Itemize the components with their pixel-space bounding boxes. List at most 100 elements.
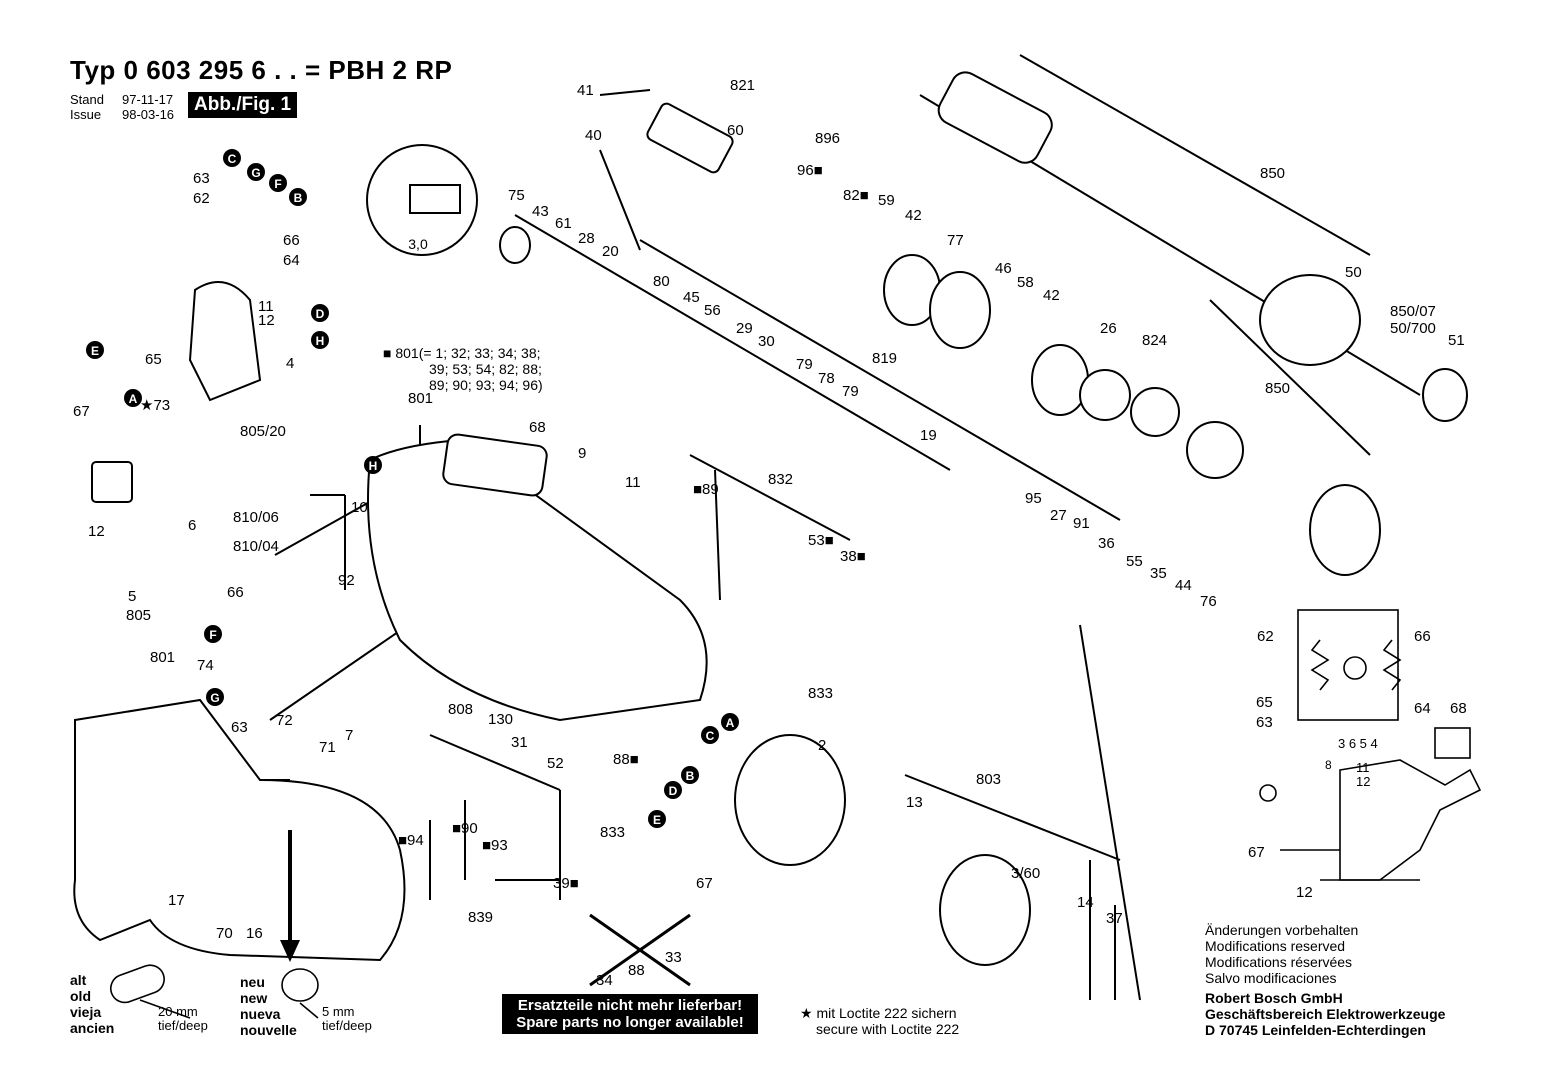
part-label: 35	[1150, 565, 1167, 582]
company-name: Robert Bosch GmbH	[1205, 990, 1343, 1006]
connector-12	[91, 461, 133, 503]
marker-f: F	[269, 174, 287, 192]
spare-parts-en: Spare parts no longer available!	[516, 1014, 744, 1031]
modifications-note: Änderungen vorbehalten Modifications res…	[1205, 922, 1358, 986]
part-label: 92	[338, 572, 355, 589]
motor-symbol-icon	[1343, 656, 1367, 680]
part-label: 5	[128, 588, 136, 605]
part-label: 67	[73, 403, 90, 420]
marker-e2: E	[648, 810, 666, 828]
part-label: 37	[1106, 910, 1123, 927]
part-label: 53■	[808, 532, 834, 549]
part-label: 896	[815, 130, 840, 147]
old-pin-labels: alt old vieja ancien	[70, 972, 114, 1036]
part-label: 43	[532, 203, 549, 220]
part-label: 7	[345, 727, 353, 744]
marker-d: D	[311, 304, 329, 322]
part-label: 76	[1200, 593, 1217, 610]
motor-housing	[73, 698, 406, 962]
marker-a2: A	[721, 713, 739, 731]
needle-bearing-77	[929, 271, 991, 349]
part-label: 68	[529, 419, 546, 436]
stand-issue-dates: 97-11-17 98-03-16	[122, 92, 174, 122]
svg-text:G: G	[251, 166, 260, 180]
part-label: 12	[258, 312, 275, 329]
marker-e: E	[86, 341, 104, 359]
part-label: 63	[1256, 714, 1273, 731]
part-label: 30	[758, 333, 775, 350]
new-pin-labels: neu new nueva nouvelle	[240, 974, 297, 1038]
part-label: 72	[276, 712, 293, 729]
part-label: 65	[1256, 694, 1273, 711]
armature-3-60	[939, 854, 1031, 966]
marker-h2: H	[364, 456, 382, 474]
new-label: nueva	[240, 1006, 281, 1022]
part-label: 29	[736, 320, 753, 337]
marker-c: C	[223, 149, 241, 167]
svg-text:C: C	[706, 729, 715, 743]
marker-f2: F	[204, 625, 222, 643]
pin-comparison	[109, 964, 319, 1019]
loctite-en: secure with Loctite 222	[816, 1021, 960, 1037]
part-label: 68	[1450, 700, 1467, 717]
stand-date: 97-11-17	[122, 92, 174, 107]
part-shapes	[73, 71, 1468, 987]
part-label: 12	[88, 523, 105, 540]
modifications-en: Modifications reserved	[1205, 938, 1346, 954]
loctite-de: ★ mit Loctite 222 sichern	[800, 1005, 957, 1021]
svg-text:F: F	[209, 628, 216, 642]
part-label: 44	[1175, 577, 1192, 594]
marker-c2: C	[701, 726, 719, 744]
issue-label: Issue	[70, 107, 102, 122]
part-label: 40	[585, 127, 602, 144]
part-label: 833	[600, 824, 625, 841]
top-cover-68	[442, 433, 548, 497]
part-label: 801	[150, 649, 175, 666]
part-label: 808	[448, 701, 473, 718]
detail-part	[409, 184, 461, 214]
part-label: 810/06	[233, 509, 279, 526]
part-label: 20	[602, 243, 619, 260]
svg-text:G: G	[210, 691, 219, 705]
letter-markers: C G F B D H E A H F G C A B D E	[86, 149, 739, 828]
part-label: 19	[920, 427, 937, 444]
part-label: 50	[1345, 264, 1362, 281]
part-label: 805	[126, 607, 151, 624]
part-label: 819	[872, 350, 897, 367]
part-label: 42	[905, 207, 922, 224]
svg-text:H: H	[316, 334, 325, 348]
marker-h: H	[311, 331, 329, 349]
set-note-line-2: 39; 53; 54; 82; 88;	[429, 361, 542, 377]
figure-badge: Abb./Fig. 1	[188, 92, 298, 118]
part-label: 801	[408, 390, 433, 407]
part-label: 16	[246, 925, 263, 942]
part-label: 79	[842, 383, 859, 400]
new-label: nouvelle	[240, 1022, 297, 1038]
detail-dimension: 3,0	[408, 236, 428, 252]
switch-4	[188, 281, 262, 402]
part-label: 62	[193, 190, 210, 207]
part-label: 833	[808, 685, 833, 702]
part-label: 46	[995, 260, 1012, 277]
part-label: 26	[1100, 320, 1117, 337]
gear-824	[1130, 387, 1180, 437]
part-label: 58	[1017, 274, 1034, 291]
part-label: 65	[145, 351, 162, 368]
part-label: ■89	[693, 481, 719, 498]
marker-g2: G	[206, 688, 224, 706]
old-dim-depth: tief/deep	[158, 1018, 208, 1033]
part-label: 77	[947, 232, 964, 249]
part-label: 52	[547, 755, 564, 772]
part-label: 31	[511, 734, 528, 751]
part-label: 79	[796, 356, 813, 373]
part-label: 80	[653, 273, 670, 290]
part-label: 71	[319, 739, 336, 756]
part-label: 130	[488, 711, 513, 728]
svg-text:D: D	[316, 307, 325, 321]
part-label: 805/20	[240, 423, 286, 440]
page-title: Typ 0 603 295 6 . . = PBH 2 RP	[70, 55, 453, 85]
part-label: 12	[1356, 774, 1370, 789]
part-label: 38■	[840, 548, 866, 565]
part-label: 839	[468, 909, 493, 926]
